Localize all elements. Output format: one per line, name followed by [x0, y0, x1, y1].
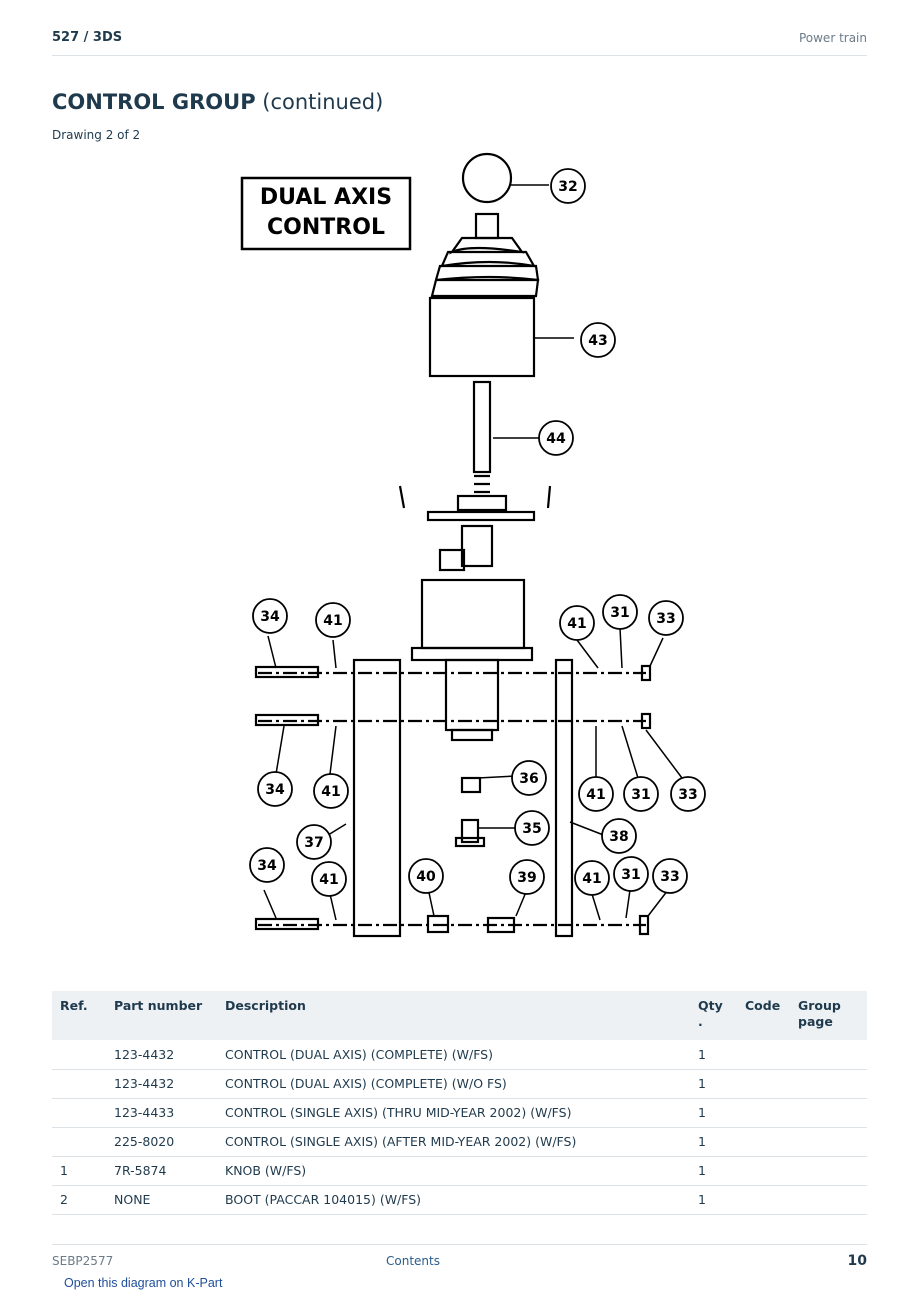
cell-code: [737, 1156, 790, 1186]
cell-description: CONTROL (SINGLE AXIS) (THRU MID-YEAR 200…: [217, 1098, 690, 1128]
cell-description: BOOT (PACCAR 104015) (W/FS): [217, 1185, 690, 1215]
cell-qty: 1: [690, 1040, 737, 1070]
page-header: 527 / 3DS Power train: [52, 28, 867, 56]
cell-qty: 1: [690, 1069, 737, 1099]
callout-36: 36: [519, 771, 538, 787]
cell-ref: [52, 1098, 106, 1128]
callout-33: 33: [660, 869, 679, 885]
callout-41: 41: [586, 787, 605, 803]
cell-qty: 1: [690, 1127, 737, 1157]
cell-ref: [52, 1069, 106, 1099]
cell-ref: 2: [52, 1185, 106, 1215]
cell-ref: [52, 1040, 106, 1070]
cell-qty: 1: [690, 1098, 737, 1128]
callout-40: 40: [416, 869, 436, 885]
cell-part-number: 7R-5874: [106, 1156, 217, 1186]
diagram-label-box: [240, 176, 412, 251]
callout-41: 41: [323, 613, 342, 629]
table-row: 123-4432 CONTROL (DUAL AXIS) (COMPLETE) …: [52, 1069, 867, 1099]
table-row: 1 7R-5874 KNOB (W/FS) 1: [52, 1156, 867, 1186]
col-qty: Qty .: [690, 991, 737, 1040]
cell-part-number: 123-4432: [106, 1069, 217, 1099]
cell-part-number: NONE: [106, 1185, 217, 1215]
cell-group-page: [790, 1040, 867, 1070]
callout-33: 33: [678, 787, 697, 803]
callout-41: 41: [582, 871, 601, 887]
col-group-page: Group page: [790, 991, 867, 1040]
contents-link[interactable]: Contents: [386, 1254, 440, 1268]
callout-39: 39: [517, 870, 536, 886]
base-shape: [420, 578, 526, 650]
cell-ref: 1: [52, 1156, 106, 1186]
table-row: 123-4433 CONTROL (SINGLE AXIS) (THRU MID…: [52, 1098, 867, 1128]
boot-shape: [430, 236, 540, 298]
cell-part-number: 123-4433: [106, 1098, 217, 1128]
parts-table: Ref. Part number Description Qty . Code …: [52, 991, 867, 1215]
housing-shape: [428, 296, 536, 378]
drawing-subtitle: Drawing 2 of 2: [52, 128, 141, 142]
title-suffix: (continued): [262, 90, 384, 114]
page-footer: SEBP2577 Contents 10: [52, 1244, 867, 1274]
callout-41: 41: [567, 616, 586, 632]
cell-group-page: [790, 1185, 867, 1215]
table-row: 123-4432 CONTROL (DUAL AXIS) (COMPLETE) …: [52, 1040, 867, 1070]
section-label: Power train: [798, 31, 867, 45]
page-number: 10: [847, 1253, 867, 1269]
col-part-number: Part number: [106, 991, 217, 1040]
table-row: 225-8020 CONTROL (SINGLE AXIS) (AFTER MI…: [52, 1127, 867, 1157]
left-plate: [352, 658, 402, 938]
cell-code: [737, 1069, 790, 1099]
callout-31: 31: [631, 787, 650, 803]
table-row: 2 NONE BOOT (PACCAR 104015) (W/FS) 1: [52, 1185, 867, 1215]
callout-44: 44: [546, 431, 566, 447]
cell-code: [737, 1185, 790, 1215]
cell-code: [737, 1127, 790, 1157]
col-description: Description: [217, 991, 690, 1040]
cell-description: CONTROL (DUAL AXIS) (COMPLETE) (W/FS): [217, 1040, 690, 1070]
cell-part-number: 123-4432: [106, 1040, 217, 1070]
parts-diagram: DUAL AXIS CONTROL 32 43 44 34 41 41 31 3…: [240, 152, 706, 938]
knob-shape: [461, 152, 513, 204]
callout-41: 41: [321, 784, 340, 800]
callout-33: 33: [656, 611, 675, 627]
cell-group-page: [790, 1156, 867, 1186]
cell-qty: 1: [690, 1185, 737, 1215]
diagram-label-line2: CONTROL: [267, 215, 385, 240]
cell-group-page: [790, 1098, 867, 1128]
cell-description: CONTROL (DUAL AXIS) (COMPLETE) (W/O FS): [217, 1069, 690, 1099]
callout-41: 41: [319, 872, 338, 888]
cell-part-number: 225-8020: [106, 1127, 217, 1157]
callout-31: 31: [621, 867, 640, 883]
kpart-link[interactable]: Open this diagram on K-Part: [64, 1276, 223, 1290]
model-label: 527 / 3DS: [52, 30, 123, 45]
callout-circles: [249, 168, 706, 897]
title-main: CONTROL GROUP: [52, 90, 256, 114]
cell-code: [737, 1040, 790, 1070]
callout-37: 37: [304, 835, 323, 851]
cell-group-page: [790, 1069, 867, 1099]
cell-group-page: [790, 1127, 867, 1157]
page-title: CONTROL GROUP (continued): [52, 90, 383, 114]
callout-43: 43: [588, 333, 607, 349]
cell-code: [737, 1098, 790, 1128]
callout-34: 34: [257, 858, 277, 874]
callout-34: 34: [265, 782, 285, 798]
cell-ref: [52, 1127, 106, 1157]
callout-38: 38: [609, 829, 628, 845]
diagram-label-line1: DUAL AXIS: [260, 185, 392, 210]
cell-description: CONTROL (SINGLE AXIS) (AFTER MID-YEAR 20…: [217, 1127, 690, 1157]
callout-34: 34: [260, 609, 280, 625]
col-code: Code: [737, 991, 790, 1040]
callout-35: 35: [522, 821, 541, 837]
callout-31: 31: [610, 605, 629, 621]
document-id: SEBP2577: [52, 1254, 114, 1268]
cell-qty: 1: [690, 1156, 737, 1186]
table-header-row: Ref. Part number Description Qty . Code …: [52, 991, 867, 1040]
col-ref: Ref.: [52, 991, 106, 1040]
cell-description: KNOB (W/FS): [217, 1156, 690, 1186]
callout-32: 32: [558, 179, 577, 195]
